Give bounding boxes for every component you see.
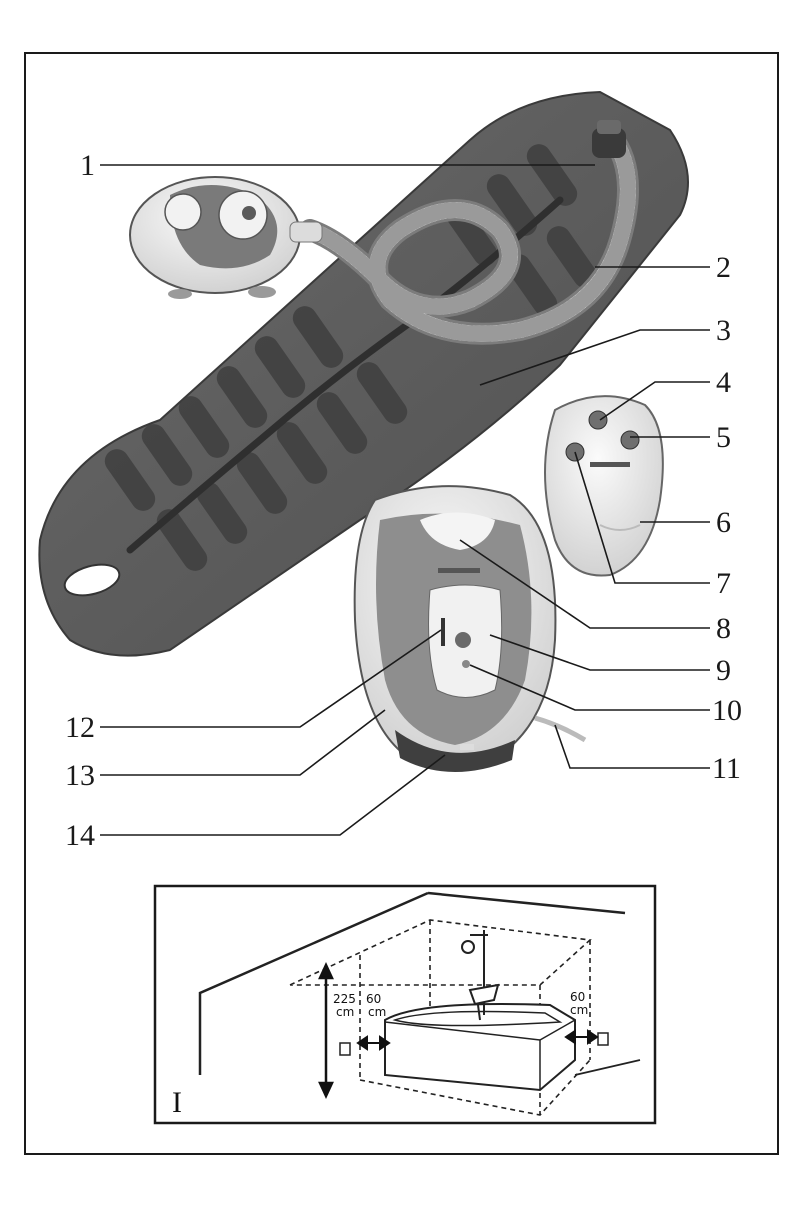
callout-10: 10 bbox=[712, 694, 742, 727]
callout-6: 6 bbox=[716, 506, 731, 539]
callout-3: 3 bbox=[716, 314, 731, 347]
bathtub-safety-zone-diagram: 225 cm 60 cm 60 cm I bbox=[155, 886, 655, 1123]
callout-5: 5 bbox=[716, 421, 731, 454]
right-clearance-value: 60 bbox=[570, 990, 585, 1004]
height-value: 225 bbox=[333, 992, 356, 1006]
figure-label: I bbox=[172, 1086, 182, 1119]
blower-unit bbox=[355, 486, 585, 772]
left-socket-icon bbox=[340, 1043, 350, 1055]
callout-12: 12 bbox=[65, 711, 95, 744]
callout-4: 4 bbox=[716, 366, 731, 399]
handheld-control bbox=[130, 177, 322, 299]
callout-7: 7 bbox=[716, 567, 731, 600]
leader-13 bbox=[100, 710, 385, 775]
callout-13: 13 bbox=[65, 759, 95, 792]
left-clearance-unit: cm bbox=[368, 1005, 386, 1019]
height-unit: cm bbox=[336, 1005, 354, 1019]
callout-8: 8 bbox=[716, 612, 731, 645]
callout-9: 9 bbox=[716, 654, 731, 687]
callout-1: 1 bbox=[80, 149, 95, 182]
callout-11: 11 bbox=[712, 752, 741, 785]
hose-connector bbox=[592, 120, 626, 158]
callout-14: 14 bbox=[65, 819, 95, 852]
leader-14 bbox=[100, 755, 445, 835]
right-socket-icon bbox=[598, 1033, 608, 1045]
callout-2: 2 bbox=[716, 251, 731, 284]
right-clearance-unit: cm bbox=[570, 1003, 588, 1017]
left-clearance-value: 60 bbox=[366, 992, 381, 1006]
leader-11 bbox=[555, 725, 710, 768]
